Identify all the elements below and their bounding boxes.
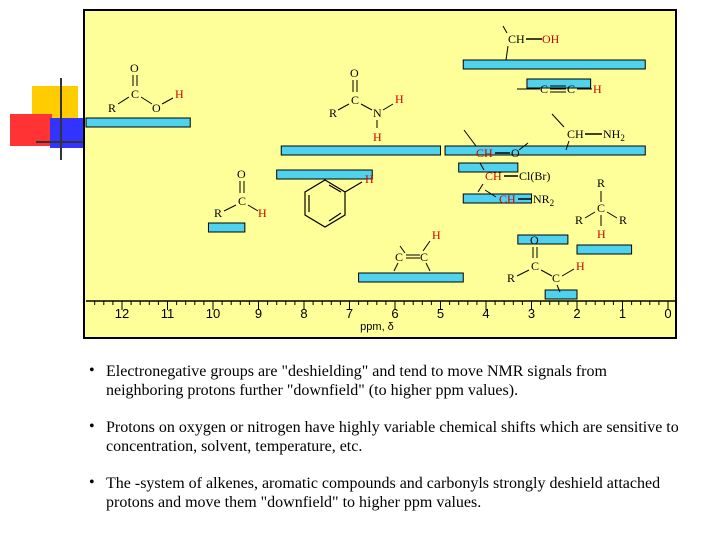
label-nr: NR2: [533, 192, 554, 208]
tick-label: 6: [391, 306, 398, 321]
label-r: R: [619, 213, 627, 227]
bullet-text: The -system of alkenes, aromatic compoun…: [106, 475, 661, 511]
label-h: H: [175, 87, 184, 101]
label-c: C: [597, 201, 605, 215]
label-c: C: [131, 87, 139, 101]
label-o: O: [530, 233, 539, 247]
range-bar: [576, 244, 633, 255]
label-ch: CH: [476, 146, 493, 160]
label-ch: CH: [508, 32, 525, 46]
label-o: O: [350, 66, 359, 80]
tick-label: 1: [619, 306, 626, 321]
label-c: C: [351, 93, 359, 107]
label-ch: CH: [567, 127, 584, 141]
label-n: N: [373, 106, 382, 120]
range-bar: [462, 59, 646, 70]
tick-label: 4: [482, 306, 489, 321]
tick-label: 5: [437, 306, 444, 321]
label-h: H: [258, 206, 267, 220]
range-bar: [444, 145, 646, 156]
benzene-ring: [304, 179, 363, 228]
axis-label: ppm, δ: [360, 321, 394, 333]
label-h: H: [593, 82, 602, 96]
bullet-item: • The -system of alkenes, aromatic compou…: [88, 474, 688, 512]
bullet-item: • Electronegative groups are "deshielding…: [88, 362, 688, 400]
tick-label: 10: [206, 306, 220, 321]
range-bar: [276, 169, 373, 180]
label-h: H: [597, 227, 606, 241]
label-r: R: [214, 206, 222, 220]
tick-label: 9: [255, 306, 262, 321]
bullet-text: Electronegative groups are "deshielding"…: [106, 363, 607, 399]
label-c: C: [238, 194, 246, 208]
bullet-dot: •: [89, 474, 95, 491]
label-r: R: [507, 271, 515, 285]
chart-panel: [83, 9, 677, 339]
label-r: R: [108, 101, 116, 115]
label-c: C: [531, 259, 539, 273]
range-bar: [207, 222, 246, 233]
range-bar: [280, 145, 441, 156]
structures: CH OH C C H O C R O H O C R N H: [108, 25, 627, 293]
bullet-list: • Electronegative groups are "deshielding…: [88, 362, 688, 530]
tick-label: 8: [300, 306, 307, 321]
label-h: H: [373, 130, 382, 144]
deco-horizontal-line: [36, 141, 88, 143]
label-x: Cl(Br): [519, 169, 550, 183]
range-bar: [458, 162, 519, 173]
range-bars: [85, 59, 646, 300]
tick-label: 11: [161, 306, 175, 321]
label-oh: OH: [542, 32, 560, 46]
label-r: R: [575, 213, 583, 227]
tick-label: 12: [115, 306, 129, 321]
label-c: C: [395, 250, 403, 264]
label-h: H: [432, 228, 441, 242]
bullet-text: Protons on oxygen or nitrogen have highl…: [106, 419, 679, 455]
nmr-shift-chart: CH OH C C H O C R O H O C R N H: [83, 9, 677, 339]
range-bar: [544, 289, 578, 300]
range-bar: [358, 272, 464, 283]
label-nh: NH2: [603, 127, 625, 143]
label-o: O: [237, 167, 246, 181]
label-c: C: [567, 82, 575, 96]
label-o: O: [152, 101, 161, 115]
range-bar: [85, 117, 191, 128]
label-r: R: [329, 106, 337, 120]
bullet-item: • Protons on oxygen or nitrogen have high…: [88, 418, 688, 456]
label-c: C: [420, 250, 428, 264]
label-ch: CH: [499, 192, 516, 206]
label-c: C: [540, 82, 548, 96]
bullet-dot: •: [89, 418, 95, 435]
tick-label: 2: [573, 306, 580, 321]
deco-red-square: [10, 114, 52, 146]
range-bar: [517, 234, 569, 245]
range-bar: [526, 78, 592, 89]
label-o: O: [130, 61, 139, 75]
tick-label: 0: [664, 306, 671, 321]
label-ch: CH: [485, 169, 502, 183]
tick-label: 7: [346, 306, 353, 321]
label-o: O: [511, 146, 520, 160]
label-h: H: [395, 92, 404, 106]
label-h: H: [365, 172, 374, 186]
deco-blue-square: [50, 118, 86, 148]
label-c: C: [552, 271, 560, 285]
label-h: H: [576, 259, 585, 273]
tick-label: 3: [528, 306, 535, 321]
label-r: R: [597, 176, 605, 190]
bullet-dot: •: [89, 362, 95, 379]
deco-vertical-line: [60, 78, 62, 160]
